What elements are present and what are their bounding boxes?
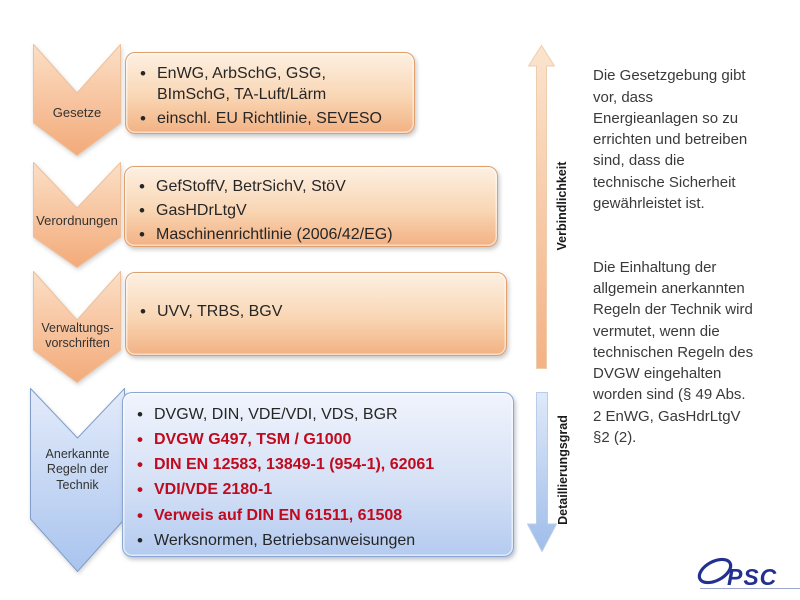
description-paragraph-1: Die Gesetzgebung gibt vor, dass Energiea… xyxy=(593,67,748,213)
list-item: EnWG, ArbSchG, GSG, BImSchG, TA-Luft/Lär… xyxy=(140,63,406,106)
list-item: GasHDrLtgV xyxy=(139,200,489,222)
stage-label-gesetze: Gesetze xyxy=(52,105,102,120)
chevron-arrow-gesetze xyxy=(33,44,121,156)
verbindlichkeit-label: Verbindlichkeit xyxy=(555,161,569,251)
detaillierungsgrad-label: Detaillierungsgrad xyxy=(556,415,570,525)
list-item: einschl. EU Richtlinie, SEVESO xyxy=(140,108,406,130)
chevron-arrow-verordnungen xyxy=(33,162,121,268)
list-item: Verweis auf DIN EN 61511, 61508 xyxy=(137,505,505,527)
list-item: Maschinenrichtlinie (2006/42/EG) xyxy=(139,224,489,246)
list-item: Werksnormen, Betriebsanweisungen xyxy=(137,530,505,552)
list-item: VDI/VDE 2180-1 xyxy=(137,479,505,501)
box-verordnungen: GefStoffV, BetrSichV, StöV GasHDrLtgV Ma… xyxy=(124,166,498,247)
logo-swoosh-icon xyxy=(697,557,733,585)
list-item: DIN EN 12583, 13849-1 (954-1), 62061 xyxy=(137,454,505,476)
list-item: GefStoffV, BetrSichV, StöV xyxy=(139,176,489,198)
list-item: DVGW G497, TSM / G1000 xyxy=(137,429,505,451)
description-text: Die Gesetzgebung gibt vor, dass Energiea… xyxy=(593,44,795,491)
box-verwaltungsvorschriften: UVV, TRBS, BGV xyxy=(125,272,507,356)
list-item: DVGW, DIN, VDE/VDI, VDS, BGR xyxy=(137,404,505,426)
stage-label-anerkannte-regeln: Anerkannte Regeln der Technik xyxy=(45,447,110,492)
box-anerkannte-regeln: DVGW, DIN, VDE/VDI, VDS, BGR DVGW G497, … xyxy=(122,392,514,557)
verbindlichkeit-arrow-icon xyxy=(528,45,555,369)
box-gesetze: EnWG, ArbSchG, GSG, BImSchG, TA-Luft/Lär… xyxy=(125,52,415,134)
description-paragraph-2: Die Einhaltung der allgemein anerkannten… xyxy=(593,258,754,447)
chevron-arrow-verwaltungsvorschriften xyxy=(33,271,121,383)
logo-text: PSC xyxy=(727,564,777,590)
stage-label-verordnungen: Verordnungen xyxy=(36,213,118,228)
stage-label-verwaltungsvorschriften: Verwaltungs- vorschriften xyxy=(41,321,114,351)
detaillierungsgrad-arrow-icon xyxy=(527,392,557,552)
psc-logo: PSC xyxy=(697,557,777,590)
logo-underline xyxy=(700,588,800,589)
list-item: UVV, TRBS, BGV xyxy=(140,301,498,323)
